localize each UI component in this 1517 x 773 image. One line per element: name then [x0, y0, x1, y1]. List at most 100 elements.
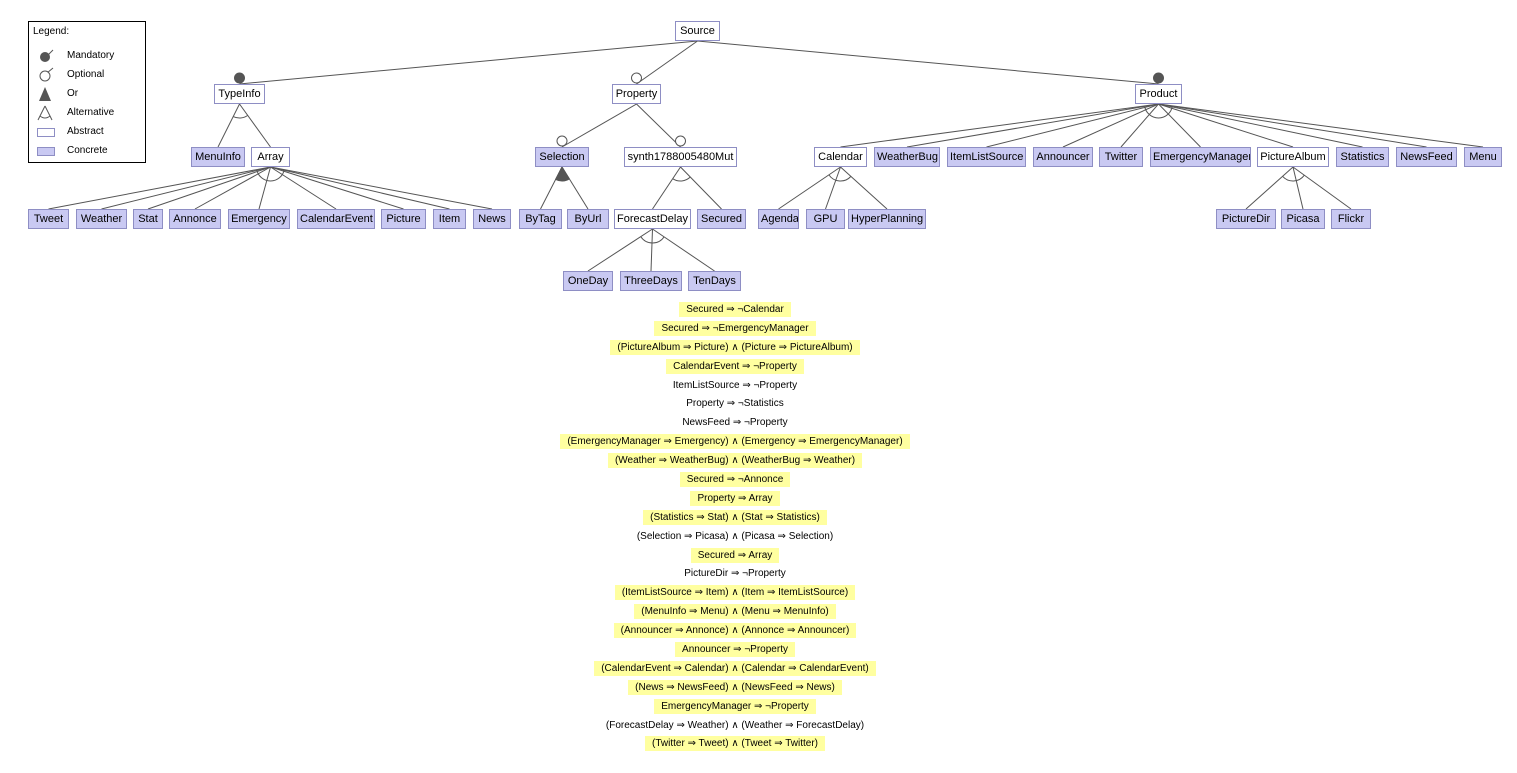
constraint-row[interactable]: Property ⇒ ¬Statistics: [400, 396, 1070, 415]
feature-node-annonce[interactable]: Annonce: [169, 209, 221, 229]
edge-array-picture: [270, 166, 404, 210]
edge-product-picturealbum: [1158, 103, 1294, 148]
feature-node-typeinfo[interactable]: TypeInfo: [214, 84, 265, 104]
edge-product-weatherbug: [906, 103, 1159, 148]
feature-node-threedays[interactable]: ThreeDays: [620, 271, 682, 291]
constraint-row[interactable]: (PictureAlbum ⇒ Picture) ∧ (Picture ⇒ Pi…: [400, 339, 1070, 359]
feature-node-calendarevent[interactable]: CalendarEvent: [297, 209, 375, 229]
feature-node-flickr[interactable]: Flickr: [1331, 209, 1371, 229]
constraint-row[interactable]: EmergencyManager ⇒ ¬Property: [400, 698, 1070, 718]
feature-node-itemlistsource[interactable]: ItemListSource: [947, 147, 1026, 167]
edge-array-tweet: [48, 166, 271, 210]
feature-node-weather[interactable]: Weather: [76, 209, 127, 229]
feature-node-synth[interactable]: synth1788005480Mut: [624, 147, 737, 167]
constraint-text: Announcer ⇒ ¬Property: [675, 642, 795, 658]
feature-node-property[interactable]: Property: [612, 84, 661, 104]
abstract-swatch: [37, 128, 55, 137]
constraint-row[interactable]: Secured ⇒ ¬Annonce: [400, 472, 1070, 491]
feature-node-forecastdelay[interactable]: ForecastDelay: [614, 209, 691, 229]
feature-node-twitter[interactable]: Twitter: [1099, 147, 1143, 167]
feature-node-hyperplanning[interactable]: HyperPlanning: [848, 209, 926, 229]
constraint-row[interactable]: ItemListSource ⇒ ¬Property: [400, 378, 1070, 397]
constraint-text: (News ⇒ NewsFeed) ∧ (NewsFeed ⇒ News): [628, 679, 842, 695]
feature-node-array[interactable]: Array: [251, 147, 290, 167]
concrete-swatch: [37, 147, 55, 156]
feature-node-statistics[interactable]: Statistics: [1336, 147, 1389, 167]
constraint-row[interactable]: (EmergencyManager ⇒ Emergency) ∧ (Emerge…: [400, 434, 1070, 453]
feature-node-oneday[interactable]: OneDay: [563, 271, 613, 291]
feature-node-weatherbug[interactable]: WeatherBug: [874, 147, 940, 167]
alternative-group-arc-forecastdelay: [640, 236, 665, 244]
constraint-text: NewsFeed ⇒ ¬Property: [682, 417, 788, 429]
legend-label: Optional: [67, 69, 105, 80]
constraint-text: (PictureAlbum ⇒ Picture) ∧ (Picture ⇒ Pi…: [610, 339, 860, 355]
legend-row-alternative: Alternative: [37, 105, 145, 121]
constraint-row[interactable]: (ItemListSource ⇒ Item) ∧ (Item ⇒ ItemLi…: [400, 585, 1070, 604]
constraint-row[interactable]: Property ⇒ Array: [400, 490, 1070, 510]
feature-node-selection[interactable]: Selection: [535, 147, 589, 167]
constraint-row[interactable]: Announcer ⇒ ¬Property: [400, 642, 1070, 661]
alternative-group-arc-product: [1144, 105, 1173, 119]
constraint-text: Secured ⇒ ¬Annonce: [679, 472, 791, 488]
alternative-icon: [37, 105, 53, 121]
edge-product-twitter: [1120, 103, 1159, 148]
feature-node-gpu[interactable]: GPU: [806, 209, 845, 229]
feature-node-menu[interactable]: Menu: [1464, 147, 1502, 167]
edge-source-property: [636, 40, 698, 85]
constraint-row[interactable]: NewsFeed ⇒ ¬Property: [400, 415, 1070, 434]
constraint-row[interactable]: CalendarEvent ⇒ ¬Property: [400, 358, 1070, 378]
feature-node-picasa[interactable]: Picasa: [1281, 209, 1325, 229]
feature-node-picturealbum[interactable]: PictureAlbum: [1257, 147, 1329, 167]
legend-row-abstract: Abstract: [37, 124, 145, 140]
feature-node-announcer[interactable]: Announcer: [1033, 147, 1093, 167]
feature-node-picture[interactable]: Picture: [381, 209, 426, 229]
feature-node-agenda[interactable]: Agenda: [758, 209, 799, 229]
constraint-row[interactable]: (Weather ⇒ WeatherBug) ∧ (WeatherBug ⇒ W…: [400, 453, 1070, 472]
legend: Legend: Mandatory Optional Or Alternativ…: [28, 21, 146, 163]
constraint-row[interactable]: PictureDir ⇒ ¬Property: [400, 566, 1070, 585]
constraint-text: EmergencyManager ⇒ ¬Property: [654, 698, 816, 714]
constraint-row[interactable]: Secured ⇒ ¬Calendar: [400, 302, 1070, 321]
edge-array-stat: [147, 166, 271, 210]
feature-node-byurl[interactable]: ByUrl: [567, 209, 609, 229]
edge-synth-forecastdelay: [652, 166, 681, 210]
constraint-row[interactable]: (ForecastDelay ⇒ Weather) ∧ (Weather ⇒ F…: [400, 718, 1070, 737]
feature-node-item[interactable]: Item: [433, 209, 466, 229]
feature-node-emergency[interactable]: Emergency: [228, 209, 290, 229]
feature-node-stat[interactable]: Stat: [133, 209, 163, 229]
constraint-row[interactable]: (Selection ⇒ Picasa) ∧ (Picasa ⇒ Selecti…: [400, 529, 1070, 548]
constraint-row[interactable]: (News ⇒ NewsFeed) ∧ (NewsFeed ⇒ News): [400, 679, 1070, 699]
legend-row-mandatory: Mandatory: [37, 48, 145, 64]
feature-node-source[interactable]: Source: [675, 21, 720, 41]
feature-node-calendar[interactable]: Calendar: [814, 147, 867, 167]
constraint-row[interactable]: (Twitter ⇒ Tweet) ∧ (Tweet ⇒ Twitter): [400, 736, 1070, 755]
constraint-row[interactable]: (Statistics ⇒ Stat) ∧ (Stat ⇒ Statistics…: [400, 509, 1070, 529]
feature-node-emergencymanager[interactable]: EmergencyManager: [1150, 147, 1251, 167]
constraint-row[interactable]: (Announcer ⇒ Annonce) ∧ (Annonce ⇒ Annou…: [400, 623, 1070, 642]
feature-node-menuinfo[interactable]: MenuInfo: [191, 147, 245, 167]
edge-forecastdelay-oneday: [587, 228, 653, 272]
legend-label: Concrete: [67, 145, 108, 156]
alternative-group-arc-array: [256, 169, 285, 182]
feature-node-product[interactable]: Product: [1135, 84, 1182, 104]
constraint-text: PictureDir ⇒ ¬Property: [684, 568, 786, 580]
constraint-row[interactable]: (CalendarEvent ⇒ Calendar) ∧ (Calendar ⇒…: [400, 660, 1070, 680]
feature-node-picturedir[interactable]: PictureDir: [1216, 209, 1276, 229]
feature-node-news[interactable]: News: [473, 209, 511, 229]
constraint-row[interactable]: Secured ⇒ ¬EmergencyManager: [400, 320, 1070, 340]
feature-node-tweet[interactable]: Tweet: [28, 209, 69, 229]
edge-product-calendar: [840, 103, 1159, 148]
edge-picturealbum-picturedir: [1245, 166, 1294, 210]
constraint-text: (ForecastDelay ⇒ Weather) ∧ (Weather ⇒ F…: [605, 719, 865, 731]
feature-node-secured[interactable]: Secured: [697, 209, 746, 229]
edge-forecastdelay-threedays: [650, 228, 653, 272]
edge-array-calendarevent: [270, 166, 337, 210]
feature-node-tendays[interactable]: TenDays: [688, 271, 741, 291]
constraint-row[interactable]: Secured ⇒ Array: [400, 547, 1070, 567]
feature-node-bytag[interactable]: ByTag: [519, 209, 562, 229]
constraint-text: (Twitter ⇒ Tweet) ∧ (Tweet ⇒ Twitter): [645, 736, 825, 752]
constraint-row[interactable]: (MenuInfo ⇒ Menu) ∧ (Menu ⇒ MenuInfo): [400, 604, 1070, 623]
feature-node-newsfeed[interactable]: NewsFeed: [1396, 147, 1457, 167]
optional-marker-selection: [556, 135, 568, 147]
